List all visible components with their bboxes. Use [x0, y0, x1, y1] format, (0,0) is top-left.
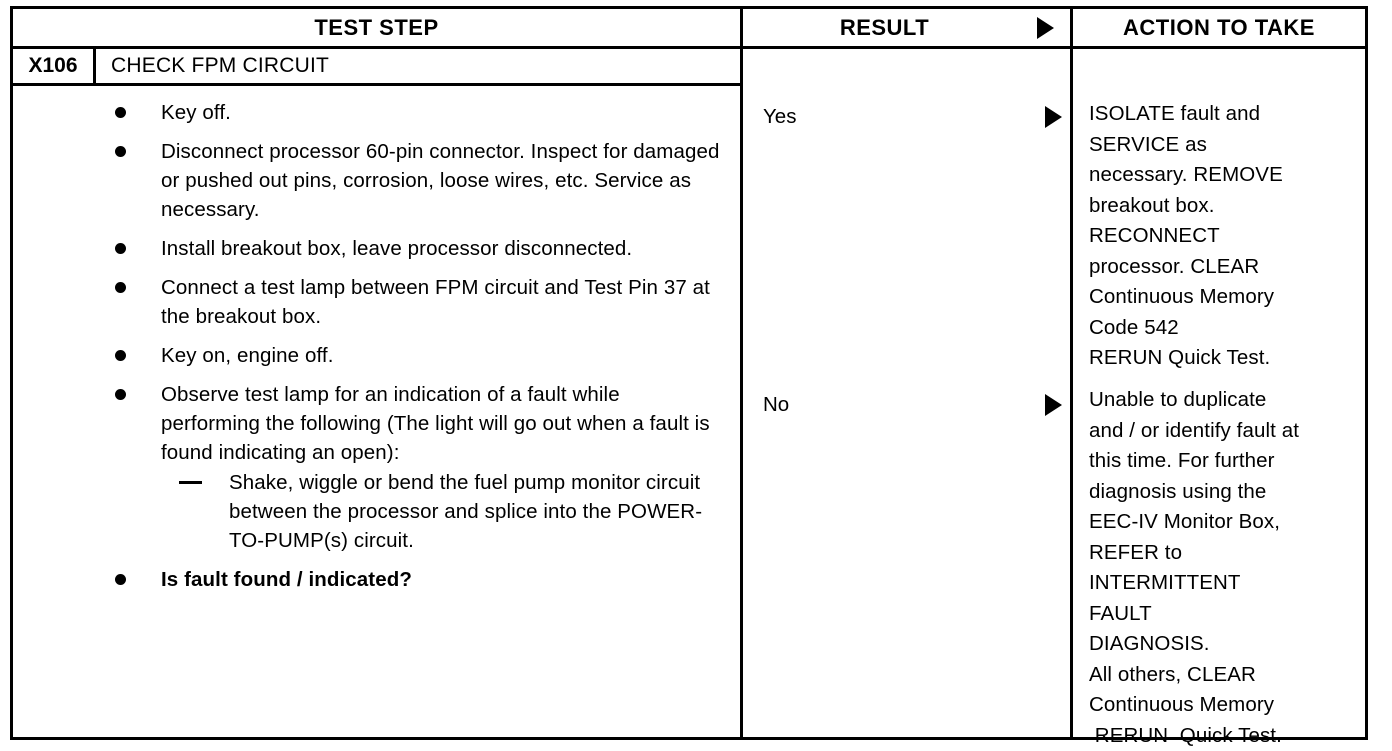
action-line: All others, CLEAR	[1089, 660, 1355, 691]
result-column: Yes No	[740, 49, 1070, 737]
list-item-text: Key off.	[161, 101, 231, 124]
column-header-action-label: ACTION TO TAKE	[1123, 15, 1315, 41]
action-line: diagnosis using the	[1089, 477, 1355, 508]
action-line: FAULT	[1089, 599, 1355, 630]
result-label-yes: Yes	[763, 105, 796, 129]
action-column: ISOLATE fault and SERVICE as necessary. …	[1070, 49, 1365, 737]
right-triangle-icon	[1037, 17, 1054, 39]
list-item-text: Observe test lamp for an indication of a…	[161, 383, 710, 464]
action-line: ISOLATE fault and	[1089, 99, 1355, 130]
bullet-dot-icon	[115, 350, 126, 361]
step-title-cell: CHECK FPM CIRCUIT	[96, 49, 740, 83]
action-line: breakout box.	[1089, 191, 1355, 222]
list-item: Install breakout box, leave processor di…	[13, 234, 740, 263]
action-line: Continuous Memory	[1089, 282, 1355, 313]
action-line: Unable to duplicate	[1089, 385, 1355, 416]
right-triangle-icon	[1045, 106, 1062, 128]
bullet-dot-icon	[115, 146, 126, 157]
pinpoint-test-table: TEST STEP RESULT ACTION TO TAKE X106 CHE…	[10, 6, 1368, 740]
list-item: Observe test lamp for an indication of a…	[13, 380, 740, 555]
action-line: DIAGNOSIS.	[1089, 629, 1355, 660]
action-line: necessary. REMOVE	[1089, 160, 1355, 191]
action-line: Code 542	[1089, 313, 1355, 344]
list-item-text: Connect a test lamp between FPM circuit …	[161, 276, 710, 328]
right-triangle-icon	[1045, 394, 1062, 416]
test-step-column: X106 CHECK FPM CIRCUIT Key off. Disconne…	[13, 49, 740, 737]
action-block-yes: ISOLATE fault and SERVICE as necessary. …	[1089, 99, 1355, 374]
column-header-result: RESULT	[740, 9, 1070, 46]
action-line: RECONNECT	[1089, 221, 1355, 252]
column-header-test-step-label: TEST STEP	[314, 15, 438, 41]
action-line: SERVICE as	[1089, 130, 1355, 161]
result-label-no: No	[763, 393, 789, 417]
list-item-question: Is fault found / indicated?	[13, 565, 740, 594]
table-body-row: X106 CHECK FPM CIRCUIT Key off. Disconne…	[13, 49, 1365, 737]
bullet-dot-icon	[115, 389, 126, 400]
result-entry-no: No	[743, 390, 1070, 420]
table-header-row: TEST STEP RESULT ACTION TO TAKE	[13, 9, 1365, 49]
list-item: Disconnect processor 60-pin connector. I…	[13, 137, 740, 224]
action-line: this time. For further	[1089, 446, 1355, 477]
step-title-row: X106 CHECK FPM CIRCUIT	[13, 49, 740, 86]
action-line: EEC-IV Monitor Box,	[1089, 507, 1355, 538]
column-header-action-to-take: ACTION TO TAKE	[1070, 9, 1365, 46]
bullet-dot-icon	[115, 282, 126, 293]
bullet-dot-icon	[115, 243, 126, 254]
list-item-text: Is fault found / indicated?	[161, 568, 412, 591]
action-line: Continuous Memory	[1089, 690, 1355, 721]
list-item: Key on, engine off.	[13, 341, 740, 370]
sub-list-item: Shake, wiggle or bend the fuel pump moni…	[161, 468, 722, 555]
action-line: and / or identify fault at	[1089, 416, 1355, 447]
bullet-dot-icon	[115, 574, 126, 585]
list-item-text: Install breakout box, leave processor di…	[161, 237, 632, 260]
test-step-list: Key off. Disconnect processor 60-pin con…	[13, 86, 740, 737]
dash-marker-icon	[179, 481, 202, 484]
list-item: Connect a test lamp between FPM circuit …	[13, 273, 740, 331]
action-line: REFER to	[1089, 538, 1355, 569]
action-line: processor. CLEAR	[1089, 252, 1355, 283]
sub-list-item-text: Shake, wiggle or bend the fuel pump moni…	[229, 471, 702, 552]
action-line: RERUN Quick Test.	[1089, 721, 1355, 751]
step-code-cell: X106	[13, 49, 96, 83]
column-header-test-step: TEST STEP	[13, 9, 740, 46]
column-header-result-label: RESULT	[840, 15, 929, 41]
list-item-text: Key on, engine off.	[161, 344, 334, 367]
list-item-text: Disconnect processor 60-pin connector. I…	[161, 140, 719, 221]
result-entry-yes: Yes	[743, 102, 1070, 132]
list-item: Key off.	[13, 98, 740, 127]
action-line: INTERMITTENT	[1089, 568, 1355, 599]
action-block-no: Unable to duplicate and / or identify fa…	[1089, 385, 1355, 751]
bullet-dot-icon	[115, 107, 126, 118]
action-line: RERUN Quick Test.	[1089, 343, 1355, 374]
